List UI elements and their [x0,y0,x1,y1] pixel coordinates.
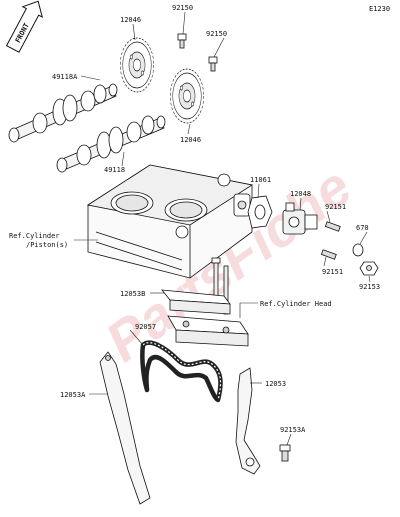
callout-92151-top: 92151 [325,203,346,211]
upper-chain-guide [161,289,231,315]
tensioner-gasket [247,195,273,229]
callout-12053b: 12053B [120,290,145,298]
cam-chain-links [142,342,222,401]
ref-cylinder-head-label: Ref.Cylinder Head [260,300,332,308]
chain-tensioner [282,202,318,235]
cam-sprocket-lower [170,68,204,124]
callout-12046-lower: 12046 [180,136,201,144]
ref-cylinder-label: Ref.Cylinder [9,232,60,240]
diagram-code: E1230 [369,5,390,13]
sprocket-bolt-upper [177,33,187,49]
sprocket-bolt-right [208,56,218,72]
callout-12053: 12053 [265,380,286,388]
callout-670: 670 [356,224,369,232]
callout-92057: 92057 [135,323,156,331]
camshaft-intake [8,83,118,143]
callout-92151-bottom: 92151 [322,268,343,276]
leader-lines [74,11,371,446]
ref-piston-label: /Piston(s) [26,241,68,249]
left-chain-guide [99,351,151,505]
callout-12048: 12048 [290,190,311,198]
tensioner-bolt-top [324,221,341,232]
callout-92153: 92153 [359,283,380,291]
callout-92150-right: 92150 [206,30,227,38]
cylinder-block [86,164,254,279]
front-arrow-icon: FRONT [5,0,43,53]
callout-92150-upper: 92150 [172,4,193,12]
callout-12046-upper: 12046 [120,16,141,24]
callout-92153a: 92153A [280,426,306,434]
tensioner-cap-bolt [359,261,379,276]
right-chain-guide [235,367,261,475]
o-ring [352,243,364,257]
camshaft-exhaust [56,115,166,173]
callout-12053a: 12053A [60,391,86,399]
callout-49118: 49118 [104,166,125,174]
tensioner-bolt-bottom [320,249,337,260]
callout-49118a: 49118A [52,73,78,81]
cam-sprocket-upper [120,37,154,93]
chain-guide-bracket [167,315,249,347]
guide-pivot-bolt [279,444,291,462]
callout-11061: 11061 [250,176,271,184]
